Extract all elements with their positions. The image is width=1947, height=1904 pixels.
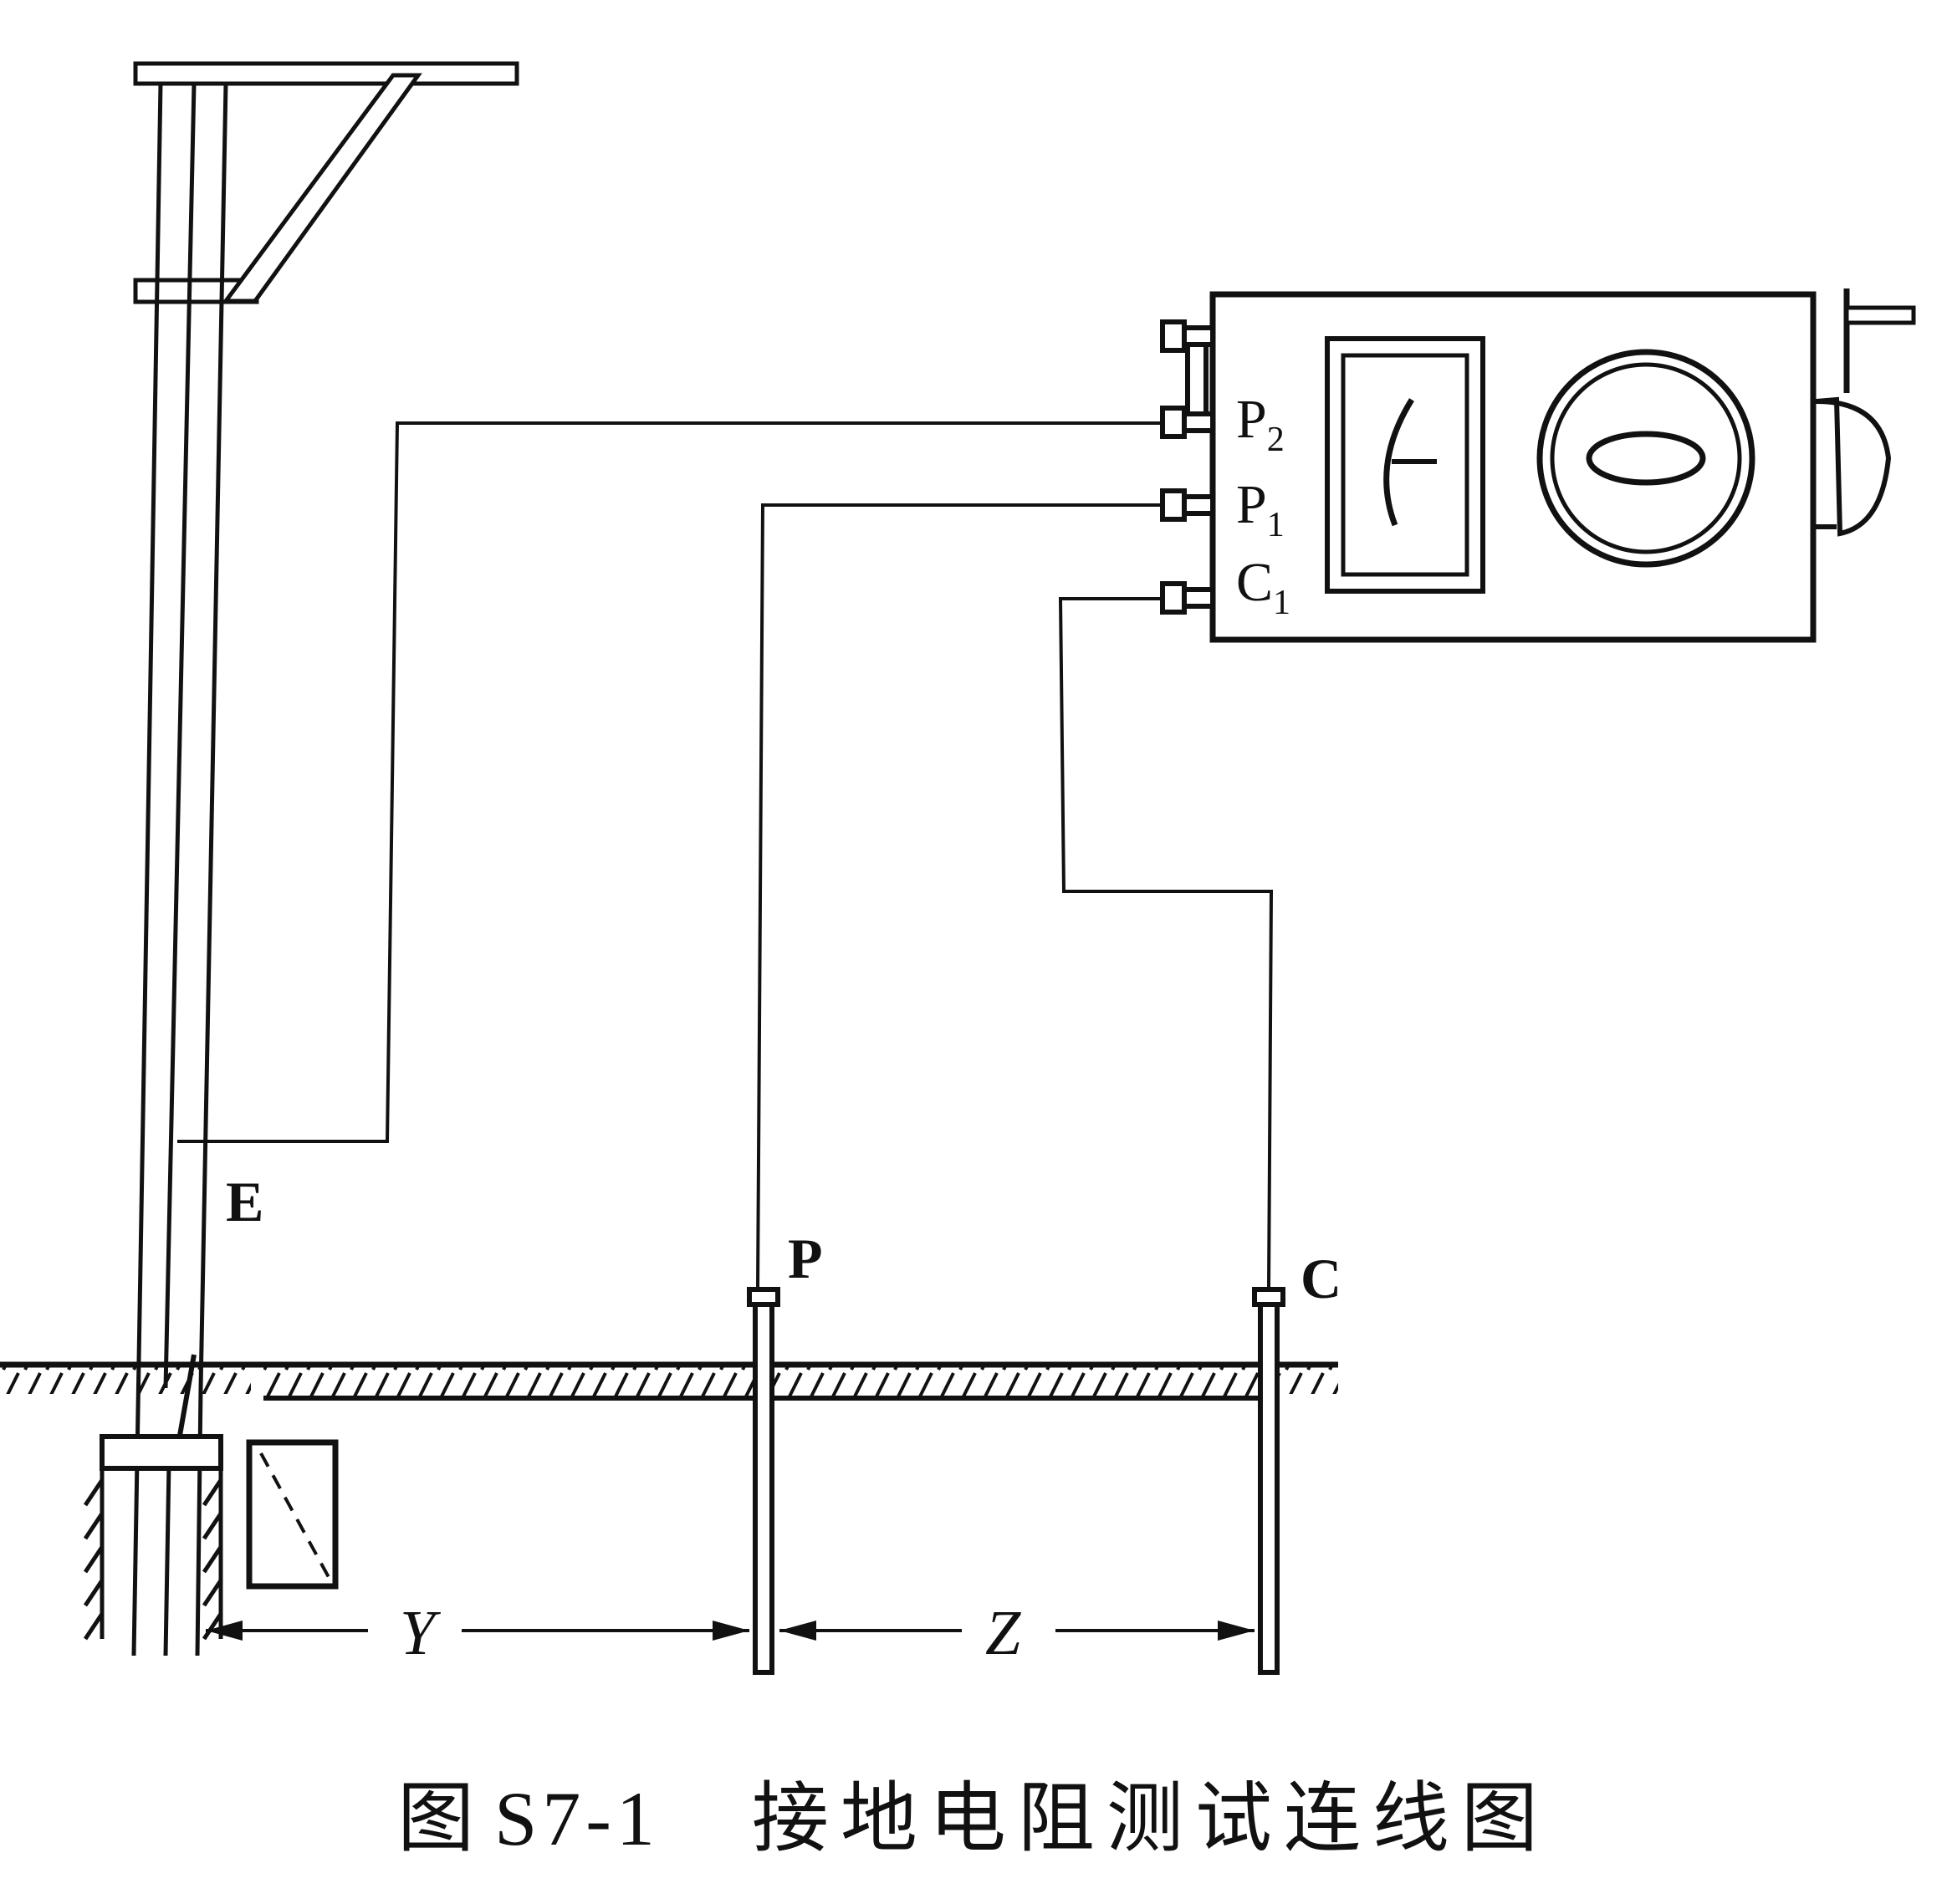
distance-label-z: Z — [985, 1598, 1021, 1668]
meter-needle-arc — [1383, 398, 1414, 527]
point-label-e: E — [226, 1170, 263, 1233]
terminal-label-p2: P2 — [1236, 389, 1285, 459]
probe-c — [1252, 1287, 1285, 1675]
wire-c-to-c1 — [1058, 597, 1274, 1290]
dimension-y — [206, 1621, 749, 1641]
pole-base-block — [100, 1434, 223, 1471]
caption-prefix: 图 — [397, 1774, 480, 1863]
probe-p — [747, 1287, 780, 1675]
terminal-posts — [1160, 319, 1215, 615]
pole-pit-hatching — [83, 1468, 223, 1641]
crossarm-brace — [222, 73, 422, 304]
caption-number: S7-1 — [494, 1776, 660, 1861]
distance-label-y: Y — [400, 1598, 442, 1668]
utility-pole — [100, 61, 519, 1656]
point-label-c: C — [1301, 1247, 1341, 1310]
point-label-p: P — [788, 1227, 823, 1290]
terminal-label-c1: C1 — [1236, 552, 1290, 622]
earth-resistance-tester — [1160, 288, 1916, 643]
crossarm — [133, 61, 519, 86]
crank-handle-icon — [1813, 288, 1916, 537]
wire-p-to-p1 — [756, 503, 1163, 1290]
buried-ground-plate — [246, 1439, 339, 1590]
wire-e-to-p2 — [177, 421, 1163, 1143]
ground-surface — [0, 1361, 1338, 1401]
caption-text: 接地电阻测试连线图 — [751, 1774, 1550, 1863]
dimension-z — [779, 1621, 1255, 1641]
terminal-label-p1: P1 — [1236, 474, 1285, 544]
